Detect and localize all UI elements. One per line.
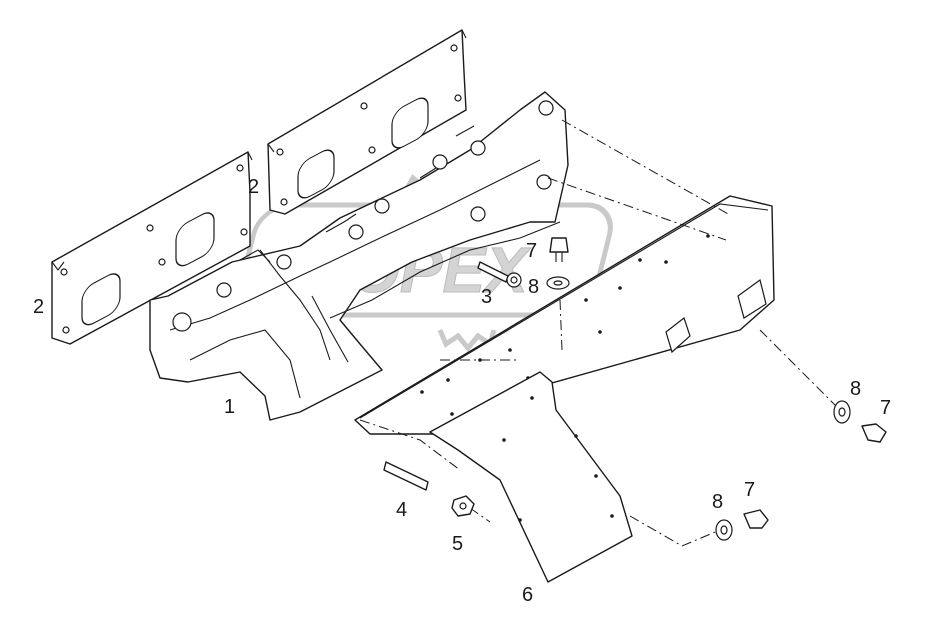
exhaust-manifold [149,91,569,421]
callout-1: 1 [224,396,235,418]
bolt-washer-right [833,400,887,443]
heat-shield-bracket [354,195,775,435]
callout-8-right: 8 [850,378,861,400]
callout-2-right: 2 [248,176,259,198]
nut-5 [451,495,475,517]
callout-6: 6 [522,584,533,606]
callout-7-lower: 7 [744,479,755,501]
callout-8-upper: 8 [528,276,539,298]
heat-shield-plate [429,371,633,583]
callout-5: 5 [452,533,463,555]
callout-3: 3 [481,286,492,308]
callout-4: 4 [396,499,407,521]
callout-labels: 1 2 2 3 4 5 6 7 7 7 8 8 8 [33,176,891,606]
callout-8-lower: 8 [712,491,723,513]
stud-4 [383,461,429,491]
stud-3 [477,261,522,288]
gasket-right [267,29,467,215]
bolt-washer-upper [546,237,570,290]
callout-2-left: 2 [33,296,44,318]
bolt-washer-lower [715,509,769,541]
callout-7-right: 7 [880,397,891,419]
gasket-left [51,151,253,345]
assembly-lines [359,119,839,547]
callout-7-upper: 7 [526,240,537,262]
